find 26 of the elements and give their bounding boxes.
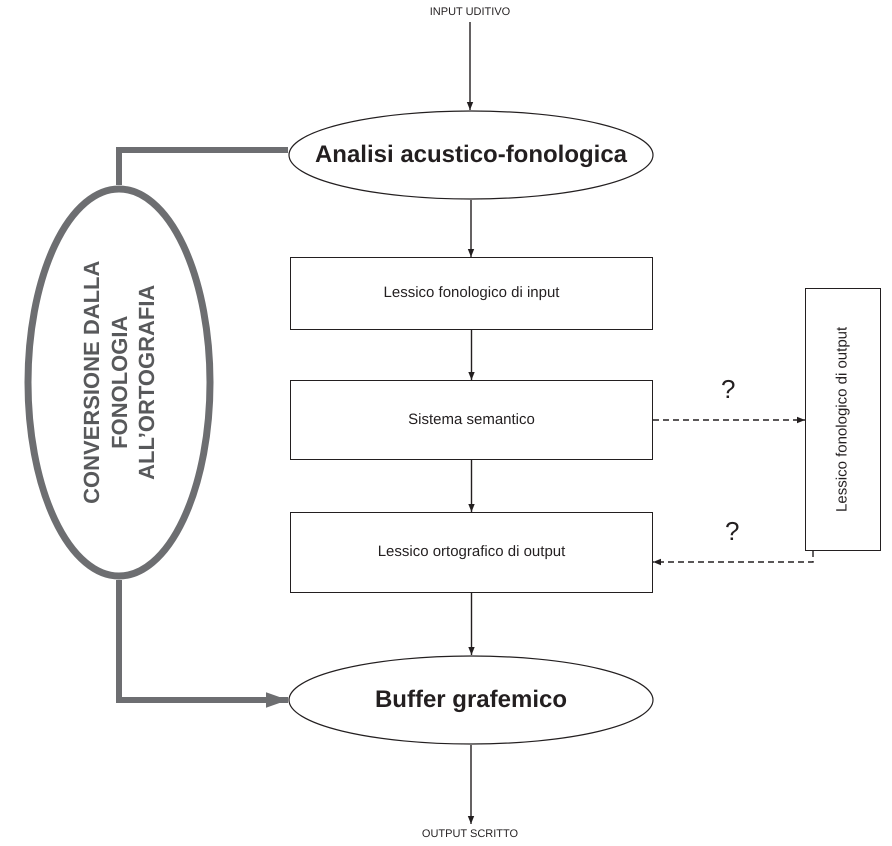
arrow [468,593,475,655]
arrow [468,200,474,257]
node-label: Lessico fonologico di input [384,283,560,304]
node-label: Lessico fonologico di output [834,326,852,514]
node-label: CONVERSIONE DALLA FONOLOGIA ALL’ORTOGRAFIA [78,260,160,506]
process-box [290,380,653,460]
node-label: Lessico ortografico di output [378,542,566,562]
arrow [653,551,814,566]
conversion-ellipse [24,185,214,580]
process-box [805,288,881,551]
arrow [466,22,474,110]
arrow [468,330,475,380]
arrow [653,416,805,424]
process-ellipse [288,655,654,745]
node-label: OUTPUT SCRITTO [422,826,518,842]
arrow [468,460,475,512]
thick-connector [116,147,288,185]
node-label: Sistema semantico [408,410,535,430]
process-box [290,512,653,593]
process-ellipse [288,110,654,200]
node-label: Buffer grafemico [374,685,568,715]
arrow [468,745,474,824]
node-label: INPUT UDITIVO [430,4,510,20]
node-label: Analisi acustico-fonologica [314,140,628,170]
thick-connector [116,580,288,708]
process-box [290,257,653,330]
